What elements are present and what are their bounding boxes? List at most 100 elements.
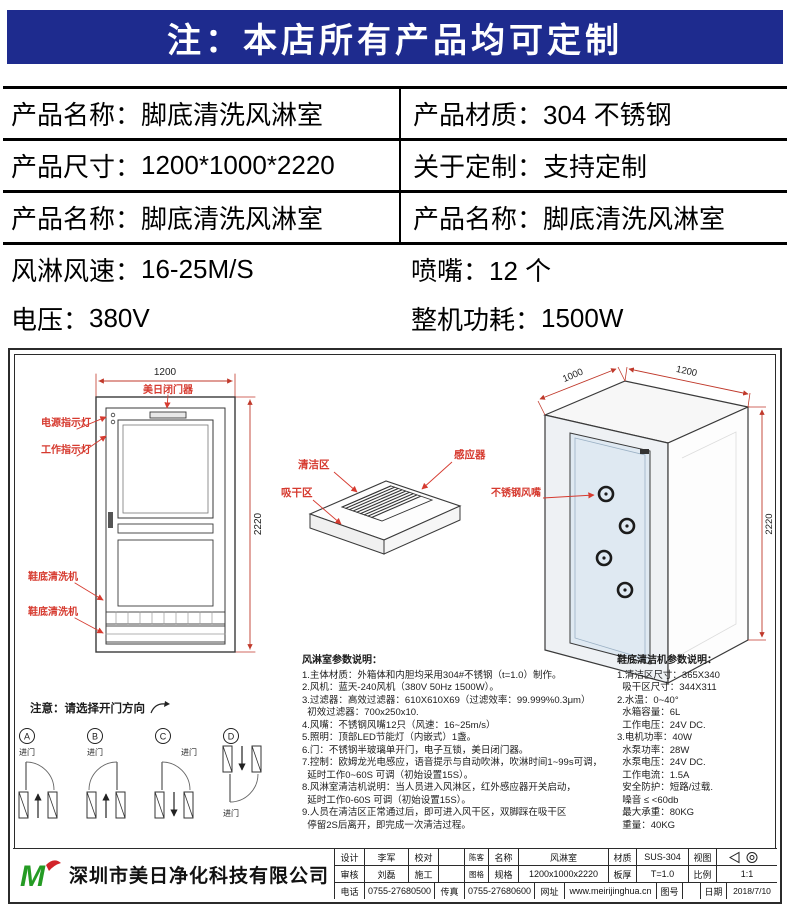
- proof-label: 校对: [409, 849, 439, 865]
- spec-value: 脚底清洗风淋室: [543, 204, 726, 234]
- iso-width-dimension: 1200: [675, 364, 698, 379]
- check-label: 审核: [335, 866, 365, 882]
- note-line: 8.风淋室清洁机说明：当人员进入风淋区，红外感应器开关启动，: [302, 782, 576, 793]
- spec-value: 1200x1000x2220: [519, 866, 609, 882]
- note-line: 延时工作0-60S 可调（初始设置15S）。: [302, 794, 471, 806]
- construct-label: 施工: [409, 866, 439, 882]
- customization-banner: 注：本店所有产品均可定制: [7, 10, 783, 64]
- note-line: 噪音 ≤ <60db: [617, 794, 679, 806]
- door-swing-icon: [150, 701, 170, 714]
- work-indicator-label: 工作指示灯: [41, 443, 91, 456]
- spec-row: 产品尺寸：1200*1000*2220 关于定制：支持定制: [3, 138, 787, 190]
- note-line: 吸干区尺寸：344X311: [617, 682, 717, 693]
- web-value: www.meirijinghua.cn: [565, 883, 657, 899]
- projection-symbol-icon: [728, 851, 758, 863]
- door-handle: [108, 512, 113, 528]
- technical-drawing: 1200 2220: [28, 364, 775, 685]
- spec-label: 电压：: [11, 305, 90, 335]
- thickness-value: T=1.0: [637, 866, 689, 882]
- clean-zone-label: 清洁区: [298, 458, 330, 471]
- power-indicator-label: 电源指示灯: [41, 416, 91, 429]
- company-logo: M: [20, 860, 61, 892]
- power-indicator-lamp: [110, 412, 116, 418]
- small-label-b: 图格: [465, 866, 489, 882]
- spec-row: 产品名称：脚底清洗风淋室 产品名称：脚底清洗风淋室: [3, 190, 787, 242]
- iso-door-closer: [640, 449, 649, 454]
- company-cell: M 深圳市美日净化科技有限公司: [13, 849, 335, 899]
- note-line: 1.清洁区尺寸：365X340: [617, 669, 720, 681]
- isometric-view-drawing: 1000 1200 2220 不锈钢风嘴: [491, 364, 775, 685]
- nozzle-label: 不锈钢风嘴: [491, 486, 541, 499]
- note-line: 水泵电压：24V DC.: [617, 757, 706, 768]
- spec-row: 产品名称：脚底清洗风淋室 产品材质：304 不锈钢: [3, 86, 787, 138]
- fax-value: 0755-27680600: [465, 883, 535, 899]
- note-line: 7.控制：欧姆龙光电感应，语音提示与自动吹淋，吹淋时间1~99s可调，: [302, 757, 603, 768]
- thickness-label: 板厚: [609, 866, 637, 882]
- iso-depth-dimension: 1000: [561, 367, 585, 385]
- note-line: 4.风嘴：不锈钢风嘴12只（风速：16~25m/s）: [302, 719, 496, 731]
- spec-value: 1500W: [541, 303, 624, 333]
- enter-label: 进门: [19, 747, 35, 757]
- door-closer: [149, 411, 187, 419]
- spec-label: 产品材质：: [413, 100, 544, 130]
- svg-text:C: C: [160, 732, 167, 742]
- spec-label: 产品名称：: [413, 204, 544, 234]
- spec-value: 脚底清洗风淋室: [141, 100, 324, 130]
- air-shower-notes: 风淋室参数说明： 1.主体材质：外箱体和内胆均采用304#不锈钢（t=1.0）制…: [302, 655, 614, 832]
- spec-value: 支持定制: [543, 152, 648, 182]
- note-line: 2.风机：蓝天-240风机（380V 50Hz 1500W）。: [302, 682, 499, 693]
- spec-label: 规格: [489, 866, 519, 882]
- design-label: 设计: [335, 849, 365, 865]
- front-view-drawing: 1200 2220: [28, 367, 264, 653]
- air-shower-notes-title: 风淋室参数说明：: [302, 655, 382, 666]
- enter-label: 进门: [223, 808, 239, 818]
- note-line: 重量：40KG: [617, 819, 676, 831]
- spec-value: 1200*1000*2220: [141, 150, 335, 180]
- view-label: 视图: [689, 849, 717, 865]
- note-line: 延时工作0~60S 可调（初始设置15S）。: [302, 769, 474, 781]
- check-value: 刘磊: [365, 866, 409, 882]
- spec-label: 产品名称：: [11, 204, 142, 234]
- note-line: 6.门：不锈钢半玻璃单开门，电子互锁，美日闭门器。: [302, 744, 529, 756]
- note-line: 工作电流：1.5A: [617, 769, 690, 781]
- material-label: 材质: [609, 849, 637, 865]
- figure-number-value: [683, 883, 701, 899]
- front-width-dimension: 1200: [154, 367, 177, 378]
- spec-value: 304 不锈钢: [543, 100, 672, 130]
- door-direction-note: 注意：请选择开门方向: [30, 700, 171, 716]
- enter-label: 进门: [181, 747, 197, 757]
- note-line: 9.人员在清洁区正常通过后，即可进入风干区，双脚踩在吸干区: [302, 807, 567, 818]
- note-line: 停留2S后离开，即完成一次清洁过程。: [302, 819, 471, 831]
- enter-label: 进门: [87, 747, 103, 757]
- door-option-a: A 进门: [18, 728, 58, 819]
- tray-grill-hatch: [341, 485, 421, 519]
- date-label: 日期: [701, 883, 727, 899]
- spec-value: 16-25M/S: [141, 254, 254, 284]
- door-closer-label: 美日闭门器: [143, 383, 194, 396]
- svg-text:B: B: [92, 732, 98, 742]
- material-value: SUS-304: [637, 849, 689, 865]
- title-block-grid: 设计 李军 校对 陈客 名称 风淋室 材质 SUS-304 视图: [335, 849, 777, 899]
- tel-value: 0755-27680500: [365, 883, 435, 899]
- shoe-cleaner-notes: 鞋底清洁机参数说明： 1.清洁区尺寸：365X340 吸干区尺寸：344X311…: [617, 655, 769, 832]
- spec-label: 喷嘴：: [411, 256, 490, 286]
- svg-text:A: A: [24, 732, 30, 742]
- title-block: M 深圳市美日净化科技有限公司 设计 李军 校对 陈客 名称 风淋室 材质 SU…: [13, 848, 777, 899]
- name-label: 名称: [489, 849, 519, 865]
- company-name: 深圳市美日净化科技有限公司: [69, 865, 330, 887]
- date-value: 2018/7/10: [733, 886, 771, 896]
- note-line: 水箱容量：6L: [617, 707, 681, 718]
- scale-value: 1:1: [740, 869, 754, 879]
- iso-height-dimension: 2220: [764, 513, 775, 534]
- spec-label: 产品尺寸：: [11, 152, 142, 182]
- note-line: 3.过滤器：高效过滤器：610X610X69（过滤效率：99.999%0.3μm…: [302, 694, 591, 706]
- spec-value: 脚底清洗风淋室: [141, 204, 324, 234]
- note-line: 1.主体材质：外箱体和内胆均采用304#不锈钢（t=1.0）制作。: [302, 669, 562, 681]
- note-line: 初效过滤器：700x250x10.: [302, 707, 419, 718]
- construct-value: [439, 866, 465, 882]
- front-height-dimension: 2220: [253, 512, 264, 535]
- spec-row: 电压：380V 整机功耗：1500W: [3, 294, 787, 343]
- note-line: 3.电机功率：40W: [617, 732, 692, 743]
- door-option-c: C 进门: [154, 728, 197, 819]
